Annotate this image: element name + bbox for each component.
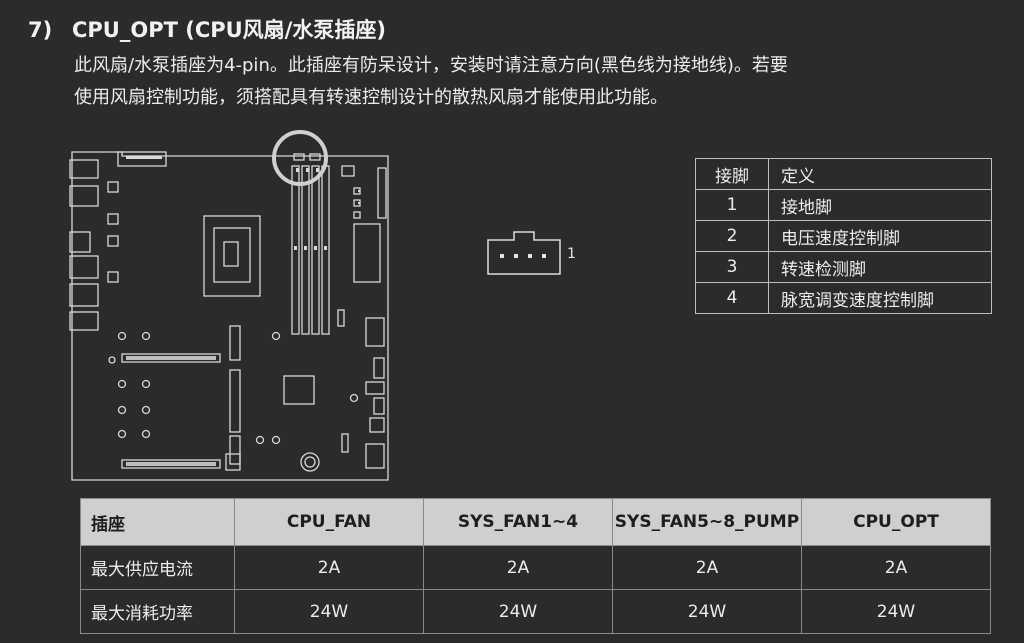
table-row: 4 脉宽调变速度控制脚: [695, 282, 992, 314]
header-cell: 插座: [80, 498, 235, 546]
pin-number: 4: [695, 282, 769, 314]
section-description: 此风扇/水泵插座为4-pin。此插座有防呆设计，安装时请注意方向(黑色线为接地线…: [74, 50, 1004, 114]
io-block: [69, 255, 99, 279]
cpu-socket-inner: [213, 227, 251, 283]
header-cell: SYS_FAN1~4: [423, 498, 613, 546]
dimm-slot: [291, 165, 300, 335]
row-label: 最大消耗功率: [80, 589, 235, 634]
pin-number: 2: [695, 220, 769, 252]
pin-number: 3: [695, 251, 769, 283]
chipset: [283, 375, 315, 405]
header-cell: CPU_OPT: [801, 498, 991, 546]
table-row: 1 接地脚: [695, 189, 992, 221]
table-row: 接脚 定义: [695, 158, 992, 190]
description-line-2: 使用风扇控制功能，须搭配具有转速控制设计的散热风扇才能使用此功能。: [74, 87, 668, 108]
io-block: [69, 283, 99, 307]
table-row: 3 转速检测脚: [695, 251, 992, 283]
table-cell: 24W: [423, 589, 613, 634]
cpu-opt-highlight-circle: [272, 130, 328, 186]
table-header-row: 插座 CPU_FAN SYS_FAN1~4 SYS_FAN5~8_PUMP CP…: [80, 498, 991, 546]
io-block: [107, 235, 119, 247]
table-cell: 2A: [612, 545, 802, 590]
cmos-battery: [300, 452, 320, 472]
power-connector: [353, 223, 381, 283]
table-row: 最大供应电流 2A 2A 2A 2A: [80, 545, 991, 590]
io-block: [69, 185, 99, 207]
pin-definition: 接地脚: [768, 189, 992, 221]
dimm-slot: [301, 165, 310, 335]
row-label: 最大供应电流: [80, 545, 235, 590]
pin-number: 1: [695, 189, 769, 221]
io-block: [107, 181, 119, 193]
dimm-slot: [311, 165, 320, 335]
table-row: 最大消耗功率 24W 24W 24W 24W: [80, 589, 991, 634]
motherboard-diagram: [69, 130, 389, 481]
pin-definition: 电压速度控制脚: [768, 220, 992, 252]
pin-definition: 转速检测脚: [768, 251, 992, 283]
table-cell: 2A: [234, 545, 424, 590]
table-cell: 2A: [423, 545, 613, 590]
table-cell: 24W: [234, 589, 424, 634]
fan-header-spec-table: 插座 CPU_FAN SYS_FAN1~4 SYS_FAN5~8_PUMP CP…: [80, 498, 991, 634]
io-block: [69, 231, 91, 253]
header-cell: CPU_FAN: [234, 498, 424, 546]
fan-connector-diagram: [487, 231, 561, 275]
table-row: 2 电压速度控制脚: [695, 220, 992, 252]
definition-header: 定义: [768, 158, 992, 190]
header-cell: SYS_FAN5~8_PUMP: [612, 498, 802, 546]
io-block: [107, 213, 119, 225]
section-number: 7): [28, 18, 53, 42]
io-block: [69, 311, 99, 331]
description-line-1: 此风扇/水泵插座为4-pin。此插座有防呆设计，安装时请注意方向(黑色线为接地线…: [74, 55, 788, 76]
pin-definition: 脉宽调变速度控制脚: [768, 282, 992, 314]
cpu-socket: [203, 215, 261, 297]
pin-1-label: 1: [567, 246, 576, 262]
pin-definition-table: 接脚 定义 1 接地脚 2 电压速度控制脚 3 转速检测脚 4 脉宽调变速度控制…: [695, 158, 992, 314]
io-block: [69, 159, 99, 179]
pcie-slot: [121, 459, 221, 469]
table-cell: 24W: [612, 589, 802, 634]
table-cell: 2A: [801, 545, 991, 590]
table-cell: 24W: [801, 589, 991, 634]
pcie-slot: [121, 353, 221, 363]
io-block: [107, 271, 119, 283]
section-title: CPU_OPT (CPU风扇/水泵插座): [72, 18, 386, 42]
pin-header: 接脚: [695, 158, 769, 190]
section-heading: 7) CPU_OPT (CPU风扇/水泵插座): [28, 14, 386, 44]
atx-power-connector: [117, 151, 167, 167]
